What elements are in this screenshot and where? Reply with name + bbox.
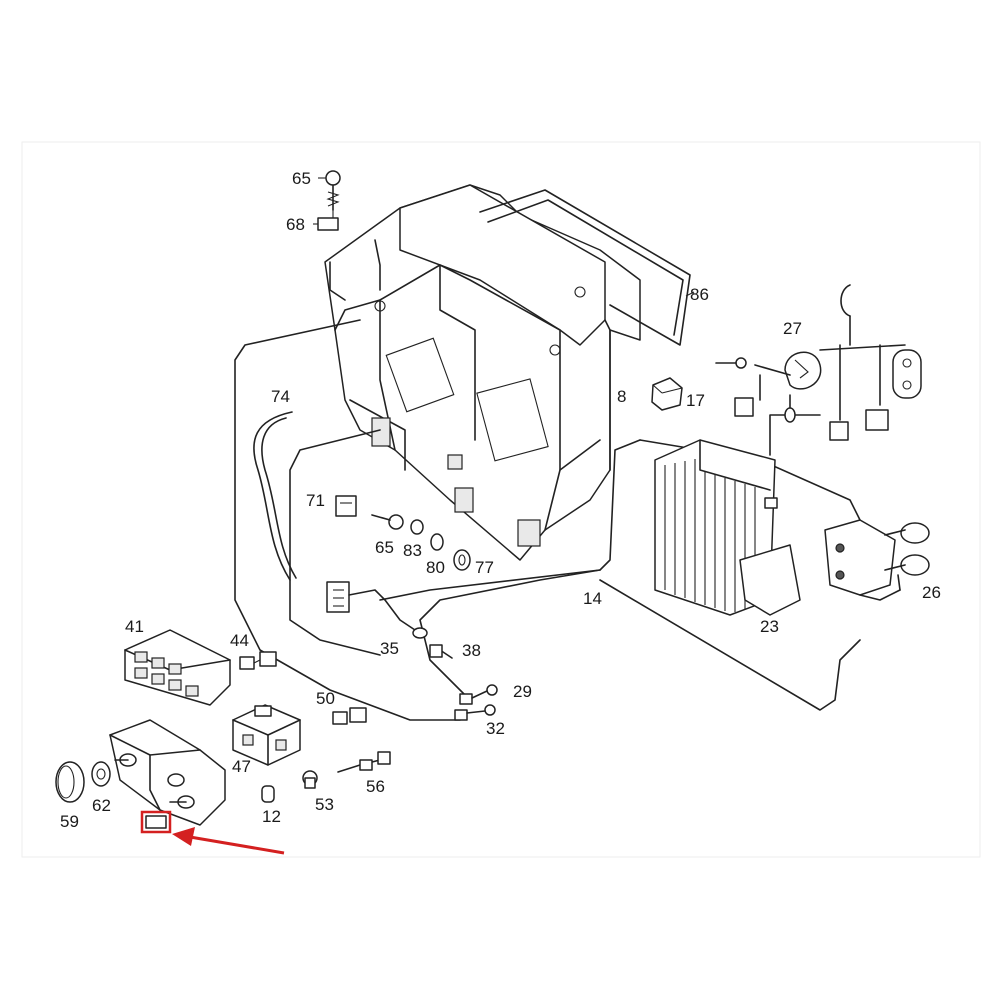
callout-86: 86 <box>690 285 709 304</box>
evaporator-23 <box>654 439 801 616</box>
switch-41 <box>124 629 231 706</box>
highlighted-part <box>140 810 172 834</box>
highlight-box <box>140 810 172 834</box>
callout-80: 80 <box>426 558 445 577</box>
callout-77: 77 <box>475 558 494 577</box>
callout-35: 35 <box>380 639 399 658</box>
callout-83: 83 <box>403 541 422 560</box>
callout-65: 65 <box>292 169 311 188</box>
clip-56 <box>337 751 391 773</box>
hose-74 <box>253 411 297 581</box>
callout-68: 68 <box>286 215 305 234</box>
callout-29: 29 <box>513 682 532 701</box>
callout-38: 38 <box>462 641 481 660</box>
callout-labels: 65 68 86 27 8 17 74 71 65 83 80 77 14 23… <box>60 169 941 831</box>
plug-53 <box>302 770 318 789</box>
washer-62 <box>91 761 111 787</box>
callout-26: 26 <box>922 583 941 602</box>
callout-27: 27 <box>783 319 802 338</box>
callout-14: 14 <box>583 589 602 608</box>
pointer-arrow <box>172 827 285 855</box>
gasket-86 <box>479 189 695 346</box>
callout-74: 74 <box>271 387 290 406</box>
callout-44: 44 <box>230 631 249 650</box>
callout-53: 53 <box>315 795 334 814</box>
terminals-29-32 <box>454 684 498 721</box>
callout-47: 47 <box>232 757 251 776</box>
bulb-12 <box>261 785 275 803</box>
clip-50 <box>332 707 367 725</box>
knob-59 <box>55 761 85 803</box>
diagram-frame <box>21 141 981 858</box>
callout-41: 41 <box>125 617 144 636</box>
housing-assembly <box>324 184 641 561</box>
fasteners-mid <box>335 495 471 571</box>
callout-65-b: 65 <box>375 538 394 557</box>
callout-23: 23 <box>760 617 779 636</box>
connector-35 <box>326 581 453 659</box>
screw-65-top <box>317 170 341 231</box>
callout-56: 56 <box>366 777 385 796</box>
callout-8: 8 <box>617 387 626 406</box>
callout-62: 62 <box>92 796 111 815</box>
valve-26 <box>824 519 930 601</box>
callout-32: 32 <box>486 719 505 738</box>
callout-17: 17 <box>686 391 705 410</box>
relay-47 <box>232 704 301 766</box>
callout-59: 59 <box>60 812 79 831</box>
clip-44 <box>239 651 277 670</box>
callout-12: 12 <box>262 807 281 826</box>
callout-71: 71 <box>306 491 325 510</box>
bracket-27 <box>715 284 922 456</box>
callout-50: 50 <box>316 689 335 708</box>
relay-17 <box>651 377 683 411</box>
leader-lines <box>313 177 326 225</box>
line-routing <box>234 319 861 721</box>
control-unit <box>109 719 226 826</box>
